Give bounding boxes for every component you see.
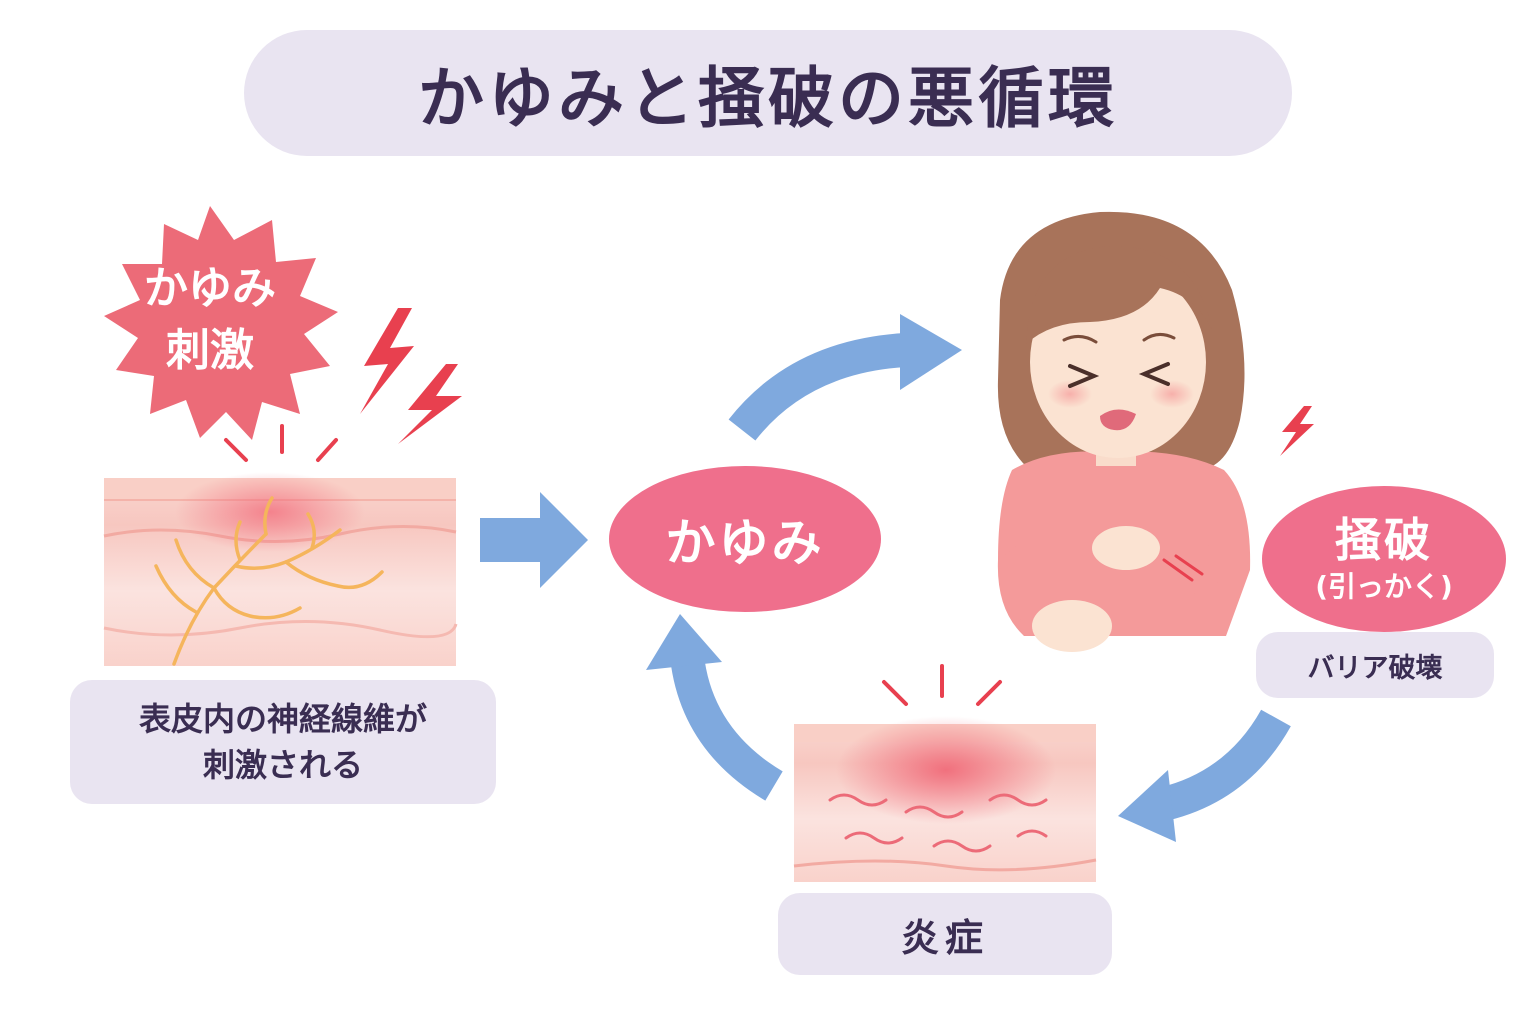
nerve-caption-line1: 表皮内の神経線維が — [138, 700, 427, 738]
center-node-label: かゆみ — [665, 514, 825, 572]
scratch-node-main: 掻破 — [1335, 513, 1433, 567]
stimulus-burst — [104, 206, 338, 440]
barrier-caption: バリア破壊 — [1256, 632, 1494, 698]
lightning-icon — [360, 308, 462, 444]
stimulus-line1: かゆみ — [144, 263, 276, 314]
arrow-right-icon — [480, 492, 588, 588]
title-banner: かゆみと掻破の悪循環 — [244, 30, 1292, 156]
arrow-curve-up-icon — [728, 333, 908, 441]
nerve-caption-line2: 刺激される — [202, 746, 363, 784]
skin-section-nerve — [103, 472, 458, 666]
woman-scratching-illustration — [997, 211, 1314, 652]
center-node-bg — [609, 466, 881, 612]
inflammation-caption: 炎症 — [778, 893, 1112, 975]
arrow-curve-up-head — [900, 314, 962, 390]
nerve-fiber — [154, 496, 384, 666]
arrow-curve-down-icon — [1159, 709, 1291, 821]
scratch-node-sub: (引っかく) — [1315, 570, 1453, 603]
page-title: かゆみと掻破の悪循環 — [418, 60, 1118, 137]
arrow-curve-down-head — [1118, 770, 1176, 842]
skin-section-inflamed — [793, 716, 1097, 882]
arrow-curve-left-head — [646, 614, 722, 670]
alert-lines-icon — [224, 424, 338, 462]
arrow-curve-left-icon — [671, 661, 783, 801]
scratch-node-label: 掻破 (引っかく) — [1262, 486, 1506, 632]
stimulus-burst-label: かゆみ 刺激 — [100, 258, 320, 382]
nerve-caption: 表皮内の神経線維が 刺激される — [70, 680, 496, 804]
alert-lines-icon-2 — [882, 664, 1002, 706]
stimulus-line2: 刺激 — [166, 325, 254, 376]
scratch-node-bg — [1262, 486, 1506, 632]
